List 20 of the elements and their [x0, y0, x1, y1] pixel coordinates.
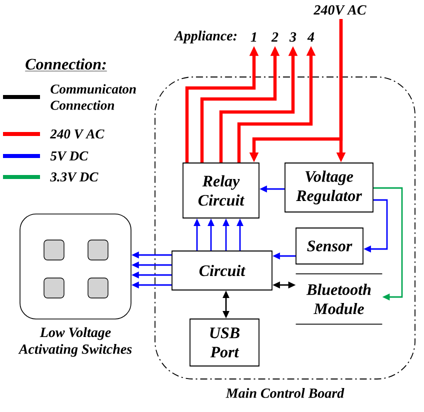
panel-label: Low Voltage Activating Switches — [18, 327, 132, 357]
legend-label: 5V DC — [50, 151, 88, 161]
legend-title: Connection: — [24, 58, 108, 72]
module-box: Bluetooth Module — [295, 273, 383, 325]
process-box: Relay Circuit — [182, 162, 260, 218]
process-box: Sensor — [296, 228, 364, 264]
legend-label: 3.3V DC — [50, 172, 98, 182]
appliance-number: 1 — [250, 32, 256, 42]
process-box: USB Port — [190, 318, 260, 366]
legend-label: 240 V AC — [50, 129, 104, 139]
appliance-number: 4 — [307, 32, 314, 42]
process-box: Circuit — [172, 250, 272, 290]
appliance-label: Appliance: — [174, 30, 237, 44]
appliance-number: 2 — [271, 32, 278, 42]
supply-label: 240V AC — [314, 5, 366, 15]
appliance-number: 3 — [289, 32, 296, 42]
arrow — [373, 187, 403, 300]
board-title: Main Control Board — [226, 388, 344, 398]
legend-label: Communicaton Connection — [50, 84, 136, 110]
process-box: Voltage Regulator — [284, 162, 374, 212]
